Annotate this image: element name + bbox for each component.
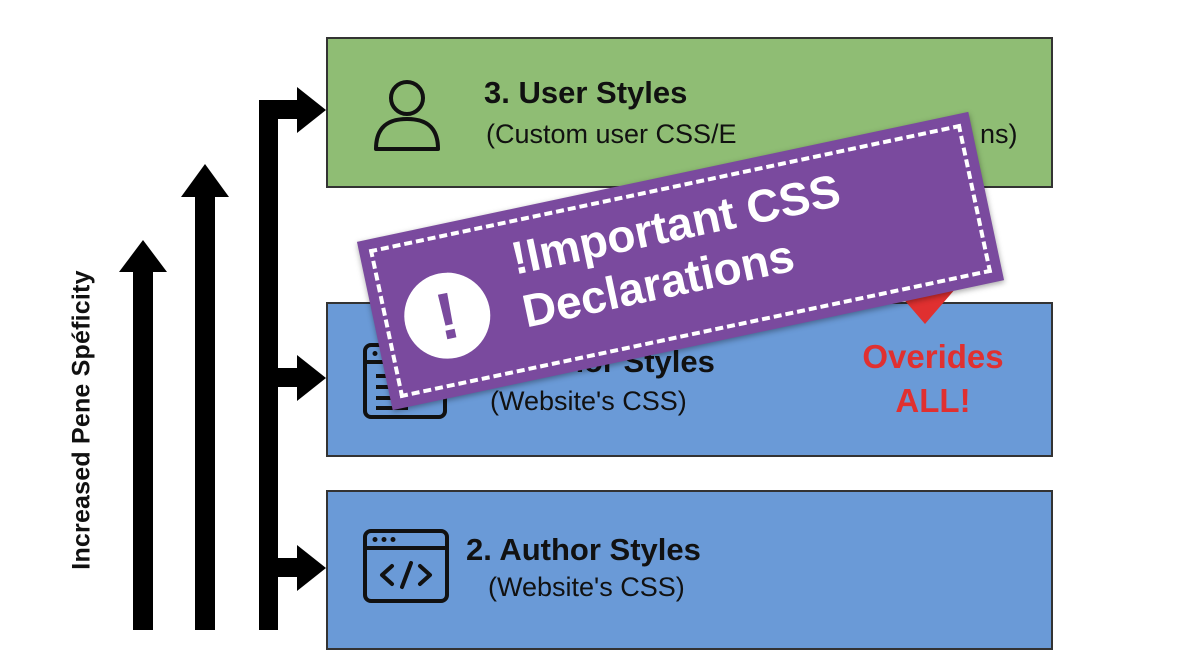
user-styles-subtitle: (Custom user CSS/E	[486, 119, 737, 149]
code-window-icon	[363, 529, 449, 603]
overrides-all-label: Overides ALL!	[848, 335, 1018, 423]
author-styles-2-title: 2. Author Styles	[466, 532, 701, 567]
hierarchy-arrows	[119, 87, 326, 630]
exclamation-icon: !	[396, 264, 499, 367]
overrides-line-2: ALL!	[895, 382, 971, 419]
author-styles-1-subtitle: (Website's CSS)	[490, 386, 687, 416]
overrides-line-1: Overides	[862, 338, 1004, 375]
user-icon	[374, 80, 440, 151]
specificity-arrow-1	[119, 240, 167, 630]
user-styles-title: 3. User Styles	[484, 75, 688, 110]
axis-label: Increased Pene Spéficity	[67, 270, 96, 570]
exclamation-glyph: !	[428, 277, 466, 355]
author-styles-2-subtitle: (Website's CSS)	[488, 572, 685, 602]
branch-connector	[259, 87, 326, 630]
author-styles-box-2: 2. Author Styles (Website's CSS)	[326, 490, 1053, 650]
specificity-arrow-2	[181, 164, 229, 630]
user-styles-subtitle-end: ns)	[980, 119, 1018, 149]
